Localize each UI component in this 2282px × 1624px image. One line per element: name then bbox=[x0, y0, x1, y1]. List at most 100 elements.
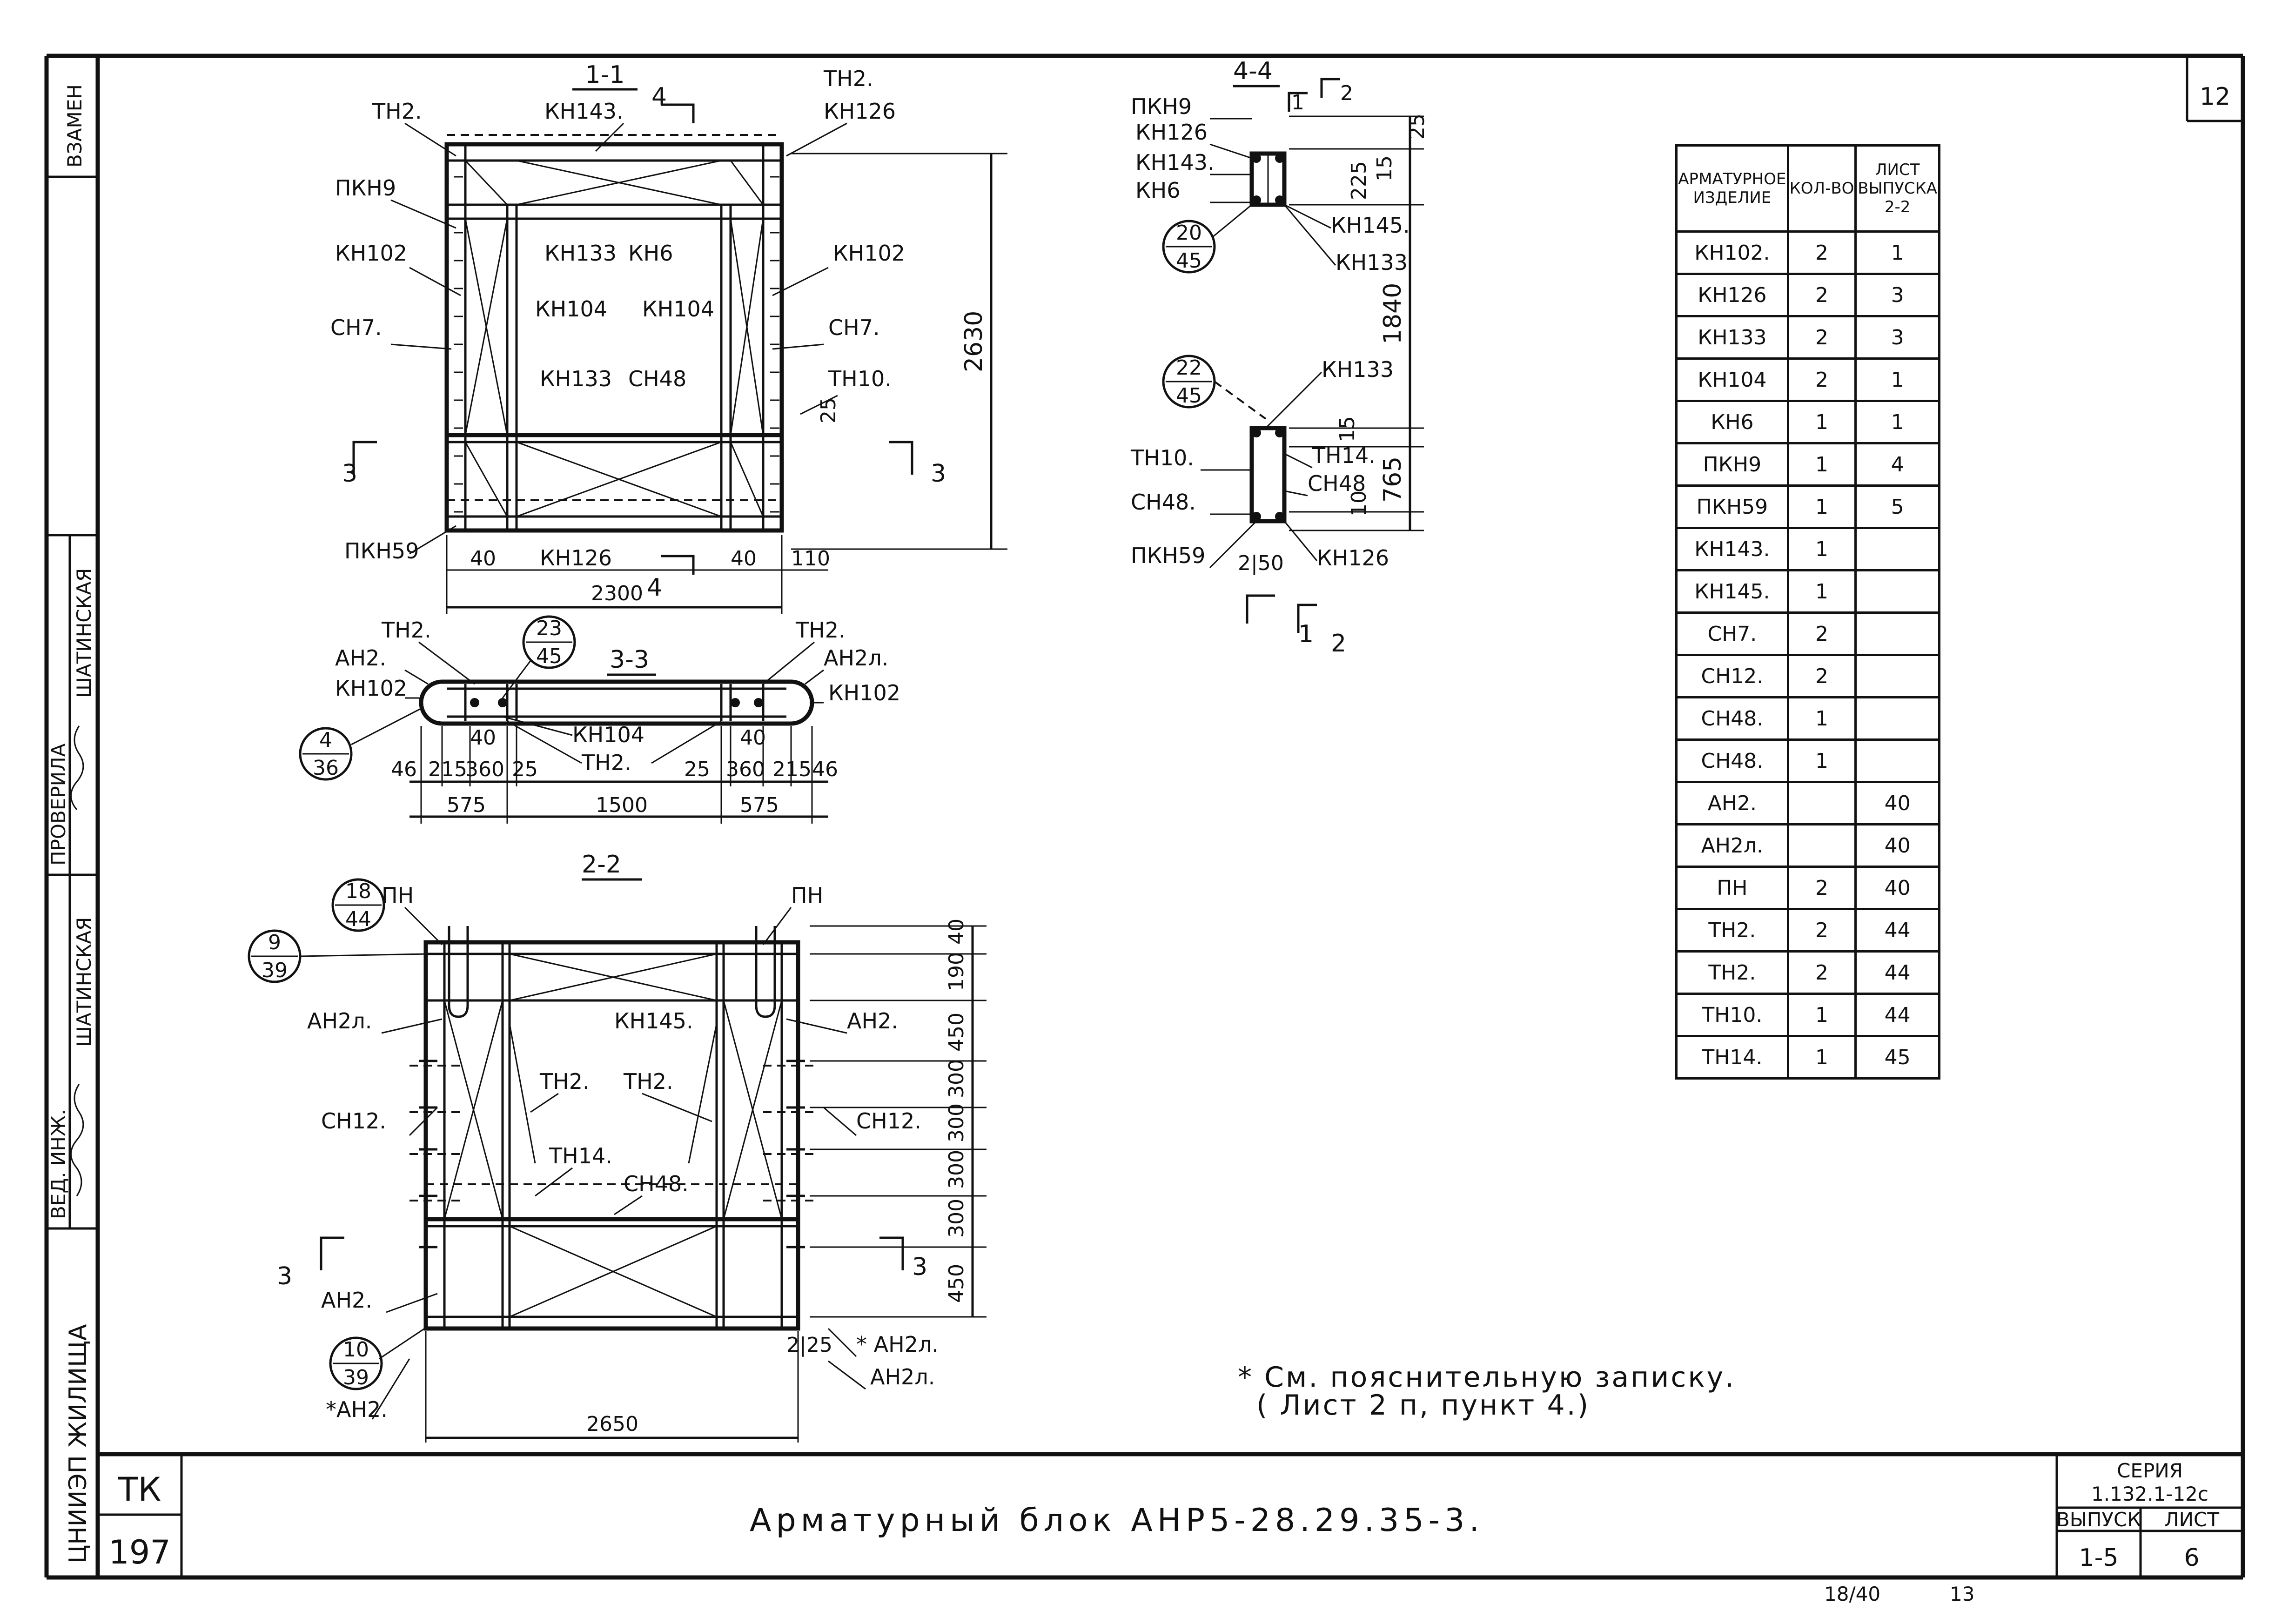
lbl-2-2-pn-right: ПН bbox=[791, 883, 823, 908]
spec-cell-item: СН12. bbox=[1675, 654, 1789, 698]
dim-3-3-5: 360 bbox=[726, 758, 765, 781]
spec-cell-item: КН104 bbox=[1675, 357, 1789, 402]
lbl-2-2-an2-left: АН2. bbox=[321, 1288, 372, 1313]
tk-number: 197 bbox=[108, 1533, 171, 1571]
spec-cell-qty: 1 bbox=[1786, 569, 1857, 614]
spec-cell-item: СН48. bbox=[1675, 738, 1789, 783]
stamp-vzamen: ВЗАМЕН bbox=[63, 84, 86, 168]
dim-2-2-right-3: 300 bbox=[945, 1059, 968, 1098]
sheet-title: Арматурный блок АНР5-28.29.35-3. bbox=[750, 1502, 1484, 1539]
spec-cell-item: ТН10. bbox=[1675, 993, 1789, 1037]
dim-4-4-765: 765 bbox=[1379, 456, 1407, 503]
dim-2-2-right-4: 300 bbox=[945, 1103, 968, 1142]
spec-cell-sheet bbox=[1854, 611, 1940, 656]
dim-4-4-10: 10 bbox=[1347, 490, 1371, 517]
view-2-2: 2-2 40 190 450 300 bbox=[248, 851, 987, 1443]
lbl-3-3-tn2-mid: ТН2. bbox=[581, 750, 631, 775]
lbl-1-1-pkn59: ПКН59 bbox=[344, 538, 419, 564]
lbl-4-4-pkn9: ПКН9 bbox=[1131, 94, 1192, 119]
dim-3-3-row2-2: 575 bbox=[740, 793, 779, 817]
cut-2-2-3-left: 3 bbox=[277, 1262, 292, 1290]
spec-cell-sheet: 44 bbox=[1854, 993, 1940, 1037]
dim-4-4-250: 2|50 bbox=[1238, 551, 1284, 575]
cut-4-top: 4 bbox=[651, 83, 667, 111]
issue-value: 1-5 bbox=[2079, 1544, 2119, 1572]
lbl-1-1-sn7-left: СН7. bbox=[330, 315, 382, 340]
dim-2-2-width: 2650 bbox=[586, 1412, 638, 1436]
dim-3-3-40-right: 40 bbox=[740, 726, 766, 750]
stamp-ved-inzh: ВЕД. ИНЖ. bbox=[47, 1109, 70, 1219]
lbl-1-1-sn48: СН48 bbox=[628, 366, 686, 391]
spec-header-sheet: ЛИСТ ВЫПУСКА 2-2 bbox=[1854, 144, 1940, 233]
spec-cell-qty bbox=[1786, 781, 1857, 825]
lbl-1-1-kn102-right: КН102 bbox=[833, 241, 905, 266]
lbl-2-2-an2l-star: * АН2л. bbox=[856, 1332, 939, 1357]
lbl-4-4-kn145: КН145. bbox=[1331, 213, 1410, 238]
lbl-4-4-kn133-b: КН133 bbox=[1322, 357, 1394, 382]
table-row: СН48.1 bbox=[1675, 738, 1940, 783]
bottom-mark-1: 18/40 bbox=[1824, 1583, 1880, 1605]
table-row: КН145.1 bbox=[1675, 569, 1940, 614]
spec-header-row: АРМАТУРНОЕ ИЗДЕЛИЕ КОЛ-ВО ЛИСТ ВЫПУСКА 2… bbox=[1675, 144, 1940, 233]
lbl-1-1-kn104-left: КН104 bbox=[535, 296, 607, 322]
dim-3-3-3: 25 bbox=[512, 758, 538, 781]
dim-3-3-1: 215 bbox=[428, 758, 467, 781]
lbl-2-2-an2l-left: АН2л. bbox=[307, 1008, 372, 1033]
spec-cell-sheet: 4 bbox=[1854, 442, 1940, 487]
spec-cell-sheet: 40 bbox=[1854, 781, 1940, 825]
lbl-2-2-an2l-bottom: АН2л. bbox=[870, 1364, 935, 1389]
cut-4-4-1b: 1 bbox=[1298, 620, 1314, 648]
spec-cell-qty: 2 bbox=[1786, 273, 1857, 317]
lbl-3-3-kn102-right: КН102 bbox=[828, 680, 900, 705]
spec-cell-sheet: 45 bbox=[1854, 1035, 1940, 1080]
section-title-3-3: 3-3 bbox=[610, 646, 649, 674]
spec-cell-sheet bbox=[1854, 654, 1940, 698]
spec-cell-qty: 2 bbox=[1786, 611, 1857, 656]
lbl-4-4-sn48-b: СН48 bbox=[1308, 471, 1366, 496]
lbl-3-3-an2-left: АН2. bbox=[335, 645, 386, 671]
dim-1-1-height: 2630 bbox=[960, 311, 988, 372]
table-row: СН48.1 bbox=[1675, 696, 1940, 741]
callout-3-3-top-num: 23 bbox=[536, 617, 562, 640]
lbl-4-4-tn14: ТН14. bbox=[1312, 443, 1376, 468]
lbl-2-2-sn12-right: СН12. bbox=[856, 1108, 921, 1134]
lbl-4-4-sn48-a: СН48. bbox=[1131, 490, 1196, 515]
sheet-frame bbox=[44, 54, 2245, 1580]
dim-3-3-2: 360 bbox=[465, 758, 504, 781]
lbl-2-2-sn12-left: СН12. bbox=[321, 1108, 386, 1134]
section-title-4-4: 4-4 bbox=[1233, 57, 1273, 85]
spec-cell-item: ТН2. bbox=[1675, 908, 1789, 953]
cut-2-2-3-right: 3 bbox=[912, 1253, 927, 1281]
table-row: СН12.2 bbox=[1675, 654, 1940, 698]
table-row: АН2л.40 bbox=[1675, 823, 1940, 868]
lbl-4-4-kn133-a: КН133 bbox=[1336, 250, 1408, 275]
dim-2-2-right-7: 450 bbox=[945, 1264, 968, 1303]
spec-cell-qty: 1 bbox=[1786, 527, 1857, 571]
view-4-4: 4-4 25 225 15 1840 15 765 10 2|50 1 2 1 … bbox=[1130, 57, 1429, 658]
dim-2-2-right-5: 300 bbox=[945, 1150, 968, 1189]
spec-cell-qty: 2 bbox=[1786, 357, 1857, 402]
issue-label: ВЫПУСК bbox=[2056, 1508, 2141, 1531]
dim-3-3-row2-1: 1500 bbox=[596, 793, 648, 817]
spec-cell-sheet: 40 bbox=[1854, 866, 1940, 910]
sheet-value: 6 bbox=[2184, 1544, 2199, 1572]
callout-4-4-1-num: 22 bbox=[1176, 356, 1202, 380]
cut-4-4-2: 2 bbox=[1340, 81, 1353, 105]
signature-mark bbox=[70, 1084, 84, 1196]
dim-2-2-right-6: 300 bbox=[945, 1199, 968, 1238]
callout-2-2-2-num: 10 bbox=[343, 1338, 369, 1362]
spec-cell-sheet: 40 bbox=[1854, 823, 1940, 868]
spec-cell-sheet: 1 bbox=[1854, 400, 1940, 444]
spec-cell-item: ПКН9 bbox=[1675, 442, 1789, 487]
dim-3-3-40-left: 40 bbox=[470, 726, 496, 750]
